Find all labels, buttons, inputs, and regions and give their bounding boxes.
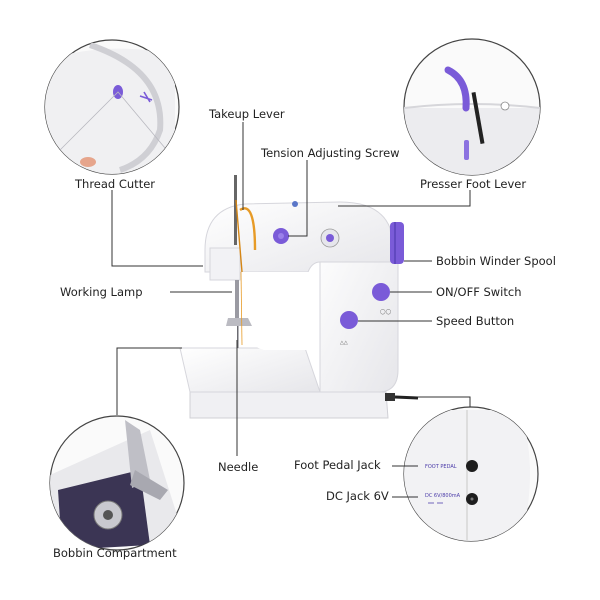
label-foot-pedal-jack: Foot Pedal Jack — [294, 458, 381, 472]
presser-foot-lever-detail-circle — [403, 38, 541, 176]
sewing-machine-body: ◯◯ △△ — [179, 175, 419, 419]
label-on-off-switch: ON/OFF Switch — [436, 285, 522, 299]
dc-panel-label: DC 6V/800mA — [425, 493, 461, 499]
foot-pedal-panel-label: FOOT PEDAL — [425, 464, 457, 470]
label-tension-adjusting-screw: Tension Adjusting Screw — [260, 146, 400, 160]
label-speed-button: Speed Button — [436, 314, 514, 328]
label-bobbin-compartment: Bobbin Compartment — [53, 546, 177, 560]
bobbin-compartment-detail-circle — [49, 415, 185, 551]
labels: Takeup Lever Tension Adjusting Screw Thr… — [53, 107, 556, 560]
label-presser-foot-lever: Presser Foot Lever — [420, 177, 526, 191]
label-takeup-lever: Takeup Lever — [208, 107, 285, 121]
thread-cutter-detail-circle — [44, 39, 180, 175]
label-working-lamp: Working Lamp — [60, 285, 143, 299]
jack-panel-detail-circle: FOOT PEDAL DC 6V/800mA — [403, 406, 539, 542]
svg-text:◯◯: ◯◯ — [380, 309, 392, 315]
label-dc-jack: DC Jack 6V — [326, 489, 389, 503]
svg-text:△△: △△ — [340, 340, 348, 346]
callout-lines — [111, 122, 471, 498]
label-thread-cutter: Thread Cutter — [74, 177, 155, 191]
label-needle: Needle — [218, 460, 258, 474]
label-bobbin-winder-spool: Bobbin Winder Spool — [436, 254, 556, 268]
